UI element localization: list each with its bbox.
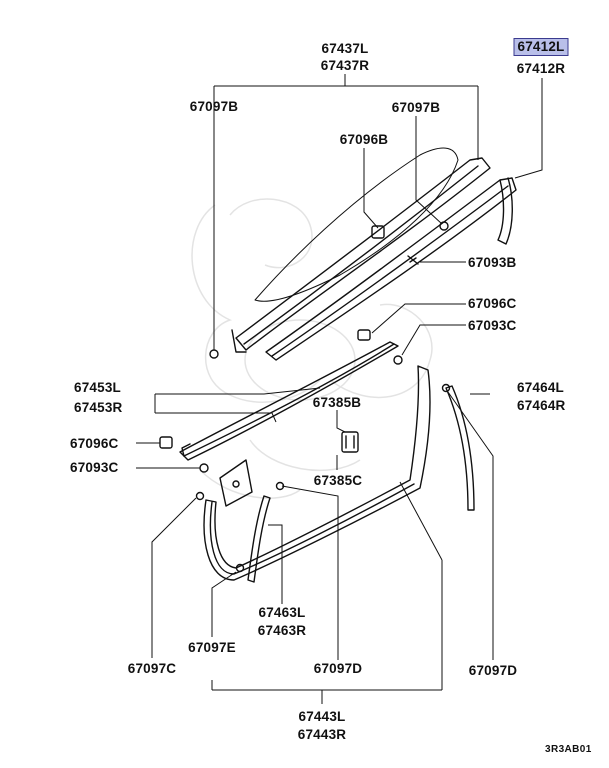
leader-67097D-mid bbox=[282, 486, 338, 660]
label-67097C: 67097C bbox=[127, 661, 177, 676]
label-67096C-left: 67096C bbox=[70, 436, 119, 451]
label-67093B: 67093B bbox=[468, 255, 517, 270]
label-67093C-right: 67093C bbox=[468, 318, 517, 333]
label-67096B: 67096B bbox=[339, 132, 389, 147]
label-67097B-left: 67097B bbox=[189, 99, 239, 114]
label-67443R: 67443R bbox=[297, 727, 347, 742]
leader-67453 bbox=[155, 388, 320, 422]
retainer-67385B bbox=[342, 432, 358, 452]
clip-67096C-right bbox=[358, 330, 370, 340]
label-67385B: 67385B bbox=[312, 395, 362, 410]
screw-67097B-right bbox=[440, 222, 448, 230]
weatherstrip-67412 bbox=[266, 178, 516, 360]
label-67412L-highlighted[interactable]: 67412L bbox=[513, 38, 569, 56]
label-67463R: 67463R bbox=[257, 623, 307, 638]
label-67097E: 67097E bbox=[188, 640, 236, 655]
screw-67097B-left bbox=[210, 350, 218, 358]
label-67464R: 67464R bbox=[517, 398, 566, 413]
label-67097D-right: 67097D bbox=[468, 663, 518, 678]
label-67437R: 67437R bbox=[320, 58, 370, 73]
label-67437L: 67437L bbox=[321, 41, 369, 56]
inner-belt-67453 bbox=[180, 342, 398, 460]
leader-67463 bbox=[268, 525, 282, 604]
label-67453L: 67453L bbox=[74, 380, 121, 395]
label-67096C-right: 67096C bbox=[468, 296, 517, 311]
leader-67093C-right bbox=[402, 325, 466, 355]
diagram-code: 3R3AB01 bbox=[545, 744, 592, 755]
leader-67412 bbox=[515, 78, 542, 178]
seal-67464 bbox=[446, 386, 474, 510]
leader-67097C bbox=[152, 498, 196, 658]
label-67464L: 67464L bbox=[517, 380, 564, 395]
leader-lines bbox=[136, 74, 542, 704]
leader-67443 bbox=[212, 482, 442, 704]
label-67097B-right: 67097B bbox=[391, 100, 441, 115]
screw-67097D-right bbox=[443, 385, 450, 392]
label-67463L: 67463L bbox=[258, 605, 306, 620]
screw-67097C bbox=[197, 493, 204, 500]
leader-67096B bbox=[364, 148, 378, 228]
glass-run-channel bbox=[236, 158, 490, 350]
leader-67097D-right bbox=[448, 392, 493, 660]
screw-67097D-mid bbox=[277, 483, 284, 490]
door-weatherstrip-67443 bbox=[204, 366, 430, 580]
screw-67093C-right bbox=[394, 356, 402, 364]
leader-67096C-right bbox=[372, 304, 466, 333]
label-67093C-left: 67093C bbox=[70, 460, 119, 475]
label-67385C: 67385C bbox=[313, 473, 363, 488]
label-67412R: 67412R bbox=[516, 61, 566, 76]
seal-67463 bbox=[248, 496, 270, 582]
leader-67385B bbox=[337, 410, 345, 432]
door-glass bbox=[255, 148, 458, 301]
leader-67437 bbox=[214, 74, 478, 350]
clip-67096B bbox=[372, 226, 384, 238]
label-67453R: 67453R bbox=[74, 400, 123, 415]
leader-67097B-right bbox=[416, 116, 442, 224]
screw-67097E bbox=[237, 565, 244, 572]
parts bbox=[160, 148, 516, 582]
bracket bbox=[220, 460, 252, 506]
watermark-emblem bbox=[192, 199, 432, 498]
label-67443L: 67443L bbox=[298, 709, 346, 724]
screw-67093C-left bbox=[200, 464, 208, 472]
leader-67097E bbox=[212, 572, 236, 637]
clip-67096C-left bbox=[160, 437, 172, 448]
label-67097D-mid: 67097D bbox=[313, 661, 363, 676]
